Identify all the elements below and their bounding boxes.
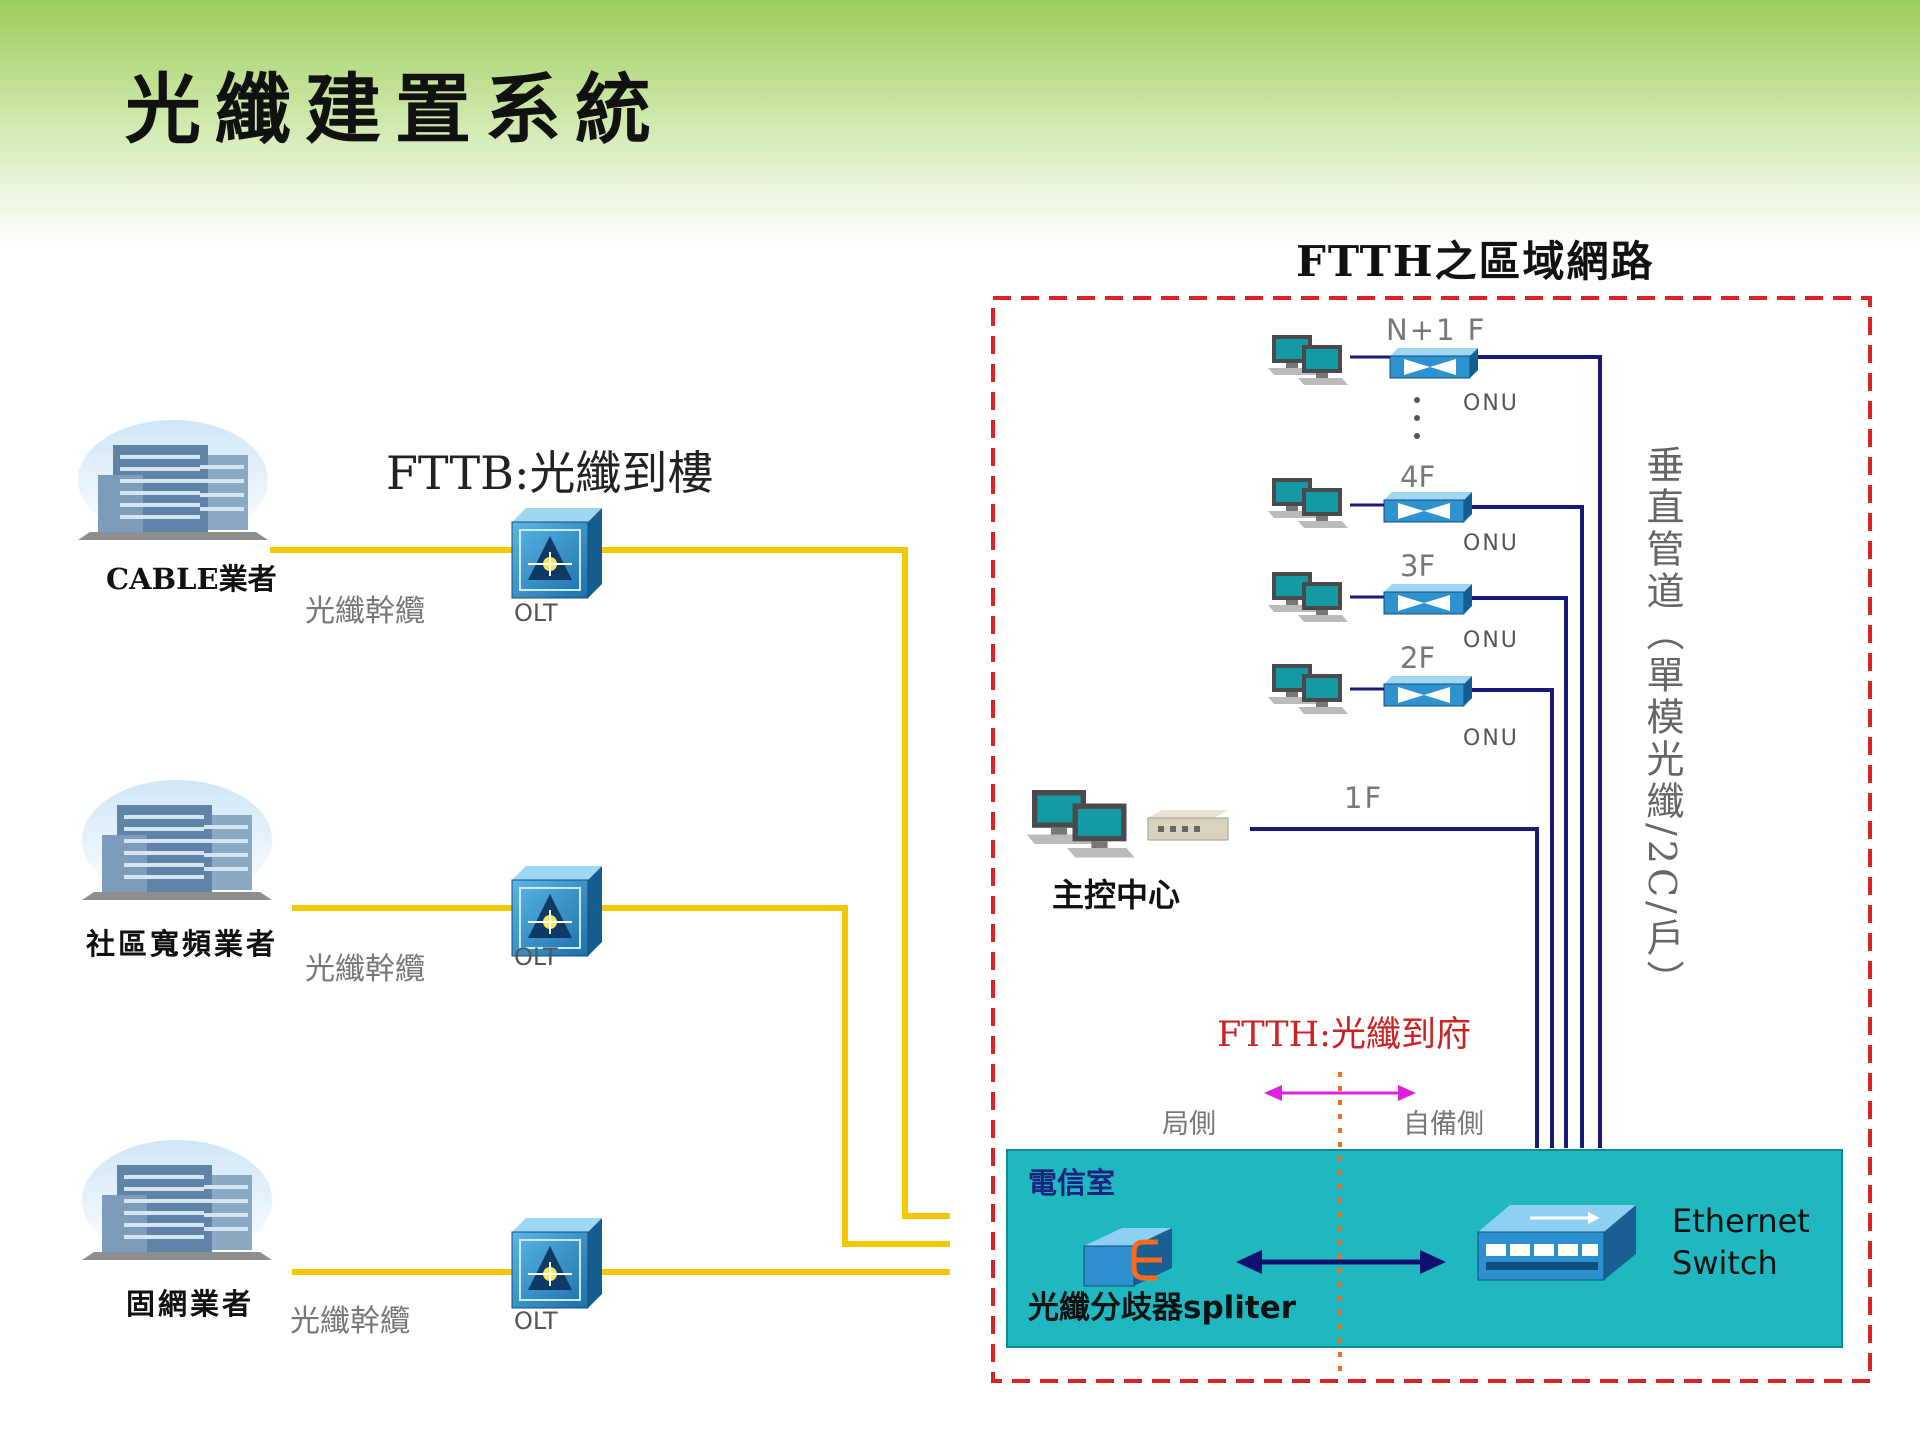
fiber-trunk-label: 光纖幹纜 <box>290 1304 410 1339</box>
computer-icon <box>1268 335 1348 385</box>
onu-label: ONU <box>1463 531 1519 556</box>
onu-links <box>1350 355 1390 691</box>
olt-icon <box>511 507 603 599</box>
floor-label: 2F <box>1400 641 1436 675</box>
fttb-label: FTTB:光纖到樓 <box>386 446 714 500</box>
fiber-trunk-lines <box>270 547 950 1275</box>
floor-label: 4F <box>1400 460 1436 494</box>
onu-label: ONU <box>1463 726 1519 751</box>
floor-label: N+1 F <box>1386 313 1487 347</box>
telecom-room <box>1006 1149 1843 1348</box>
customer-side-label: 自備側 <box>1403 1109 1484 1140</box>
olt-icon <box>511 1217 603 1309</box>
provider-fixed-label: 固網業者 <box>126 1287 255 1321</box>
splitter-switch-arrow <box>1236 1250 1446 1274</box>
floor-label: 3F <box>1400 549 1436 583</box>
olt-label: OLT <box>514 599 558 627</box>
fiber-trunk-label: 光纖幹纜 <box>305 952 425 987</box>
onu-icon <box>1383 583 1473 615</box>
olt-label: OLT <box>514 943 558 971</box>
ellipsis-dots <box>1414 397 1420 439</box>
computer-icon <box>1268 572 1348 622</box>
divider-arrow <box>1264 1085 1416 1101</box>
onu-label: ONU <box>1463 628 1519 653</box>
building-icon <box>78 420 268 540</box>
splitter-label: 光纖分歧器spliter <box>1028 1290 1297 1326</box>
computer-icon <box>1268 664 1348 714</box>
ethernet-switch-label: Ethernet Switch <box>1672 1202 1810 1282</box>
ethernet-switch-icon <box>1477 1205 1636 1281</box>
provider-cable-label: CABLE業者 <box>106 562 277 596</box>
ftth-region-title: FTTH之區域網路 <box>1296 237 1655 286</box>
building-icon <box>82 1140 272 1260</box>
floor-1-label: 1F <box>1344 781 1384 815</box>
fiber-trunk-label: 光纖幹纜 <box>305 594 425 629</box>
page-title: 光纖建置系統 <box>125 65 665 154</box>
riser-lines <box>1250 355 1602 1148</box>
onu-label: ONU <box>1463 391 1519 416</box>
ftth-label: FTTH:光纖到府 <box>1217 1015 1471 1055</box>
onu-icon <box>1383 491 1473 523</box>
olt-label: OLT <box>514 1307 558 1335</box>
computer-icon <box>1026 790 1135 858</box>
onu-icon <box>1389 347 1479 379</box>
header-band <box>0 0 1920 250</box>
splitter-icon <box>1083 1228 1172 1287</box>
building-icon <box>82 780 272 900</box>
telecom-room-label: 電信室 <box>1028 1166 1116 1200</box>
router-icon <box>1147 810 1229 841</box>
riser-label: 垂直管道（單模光纖/2C/戶） <box>1640 445 1684 1002</box>
office-side-label: 局側 <box>1162 1109 1216 1140</box>
control-center-label: 主控中心 <box>1052 876 1181 914</box>
provider-community-label: 社區寬頻業者 <box>86 927 279 961</box>
onu-icon <box>1383 675 1473 707</box>
computer-icon <box>1268 478 1348 528</box>
